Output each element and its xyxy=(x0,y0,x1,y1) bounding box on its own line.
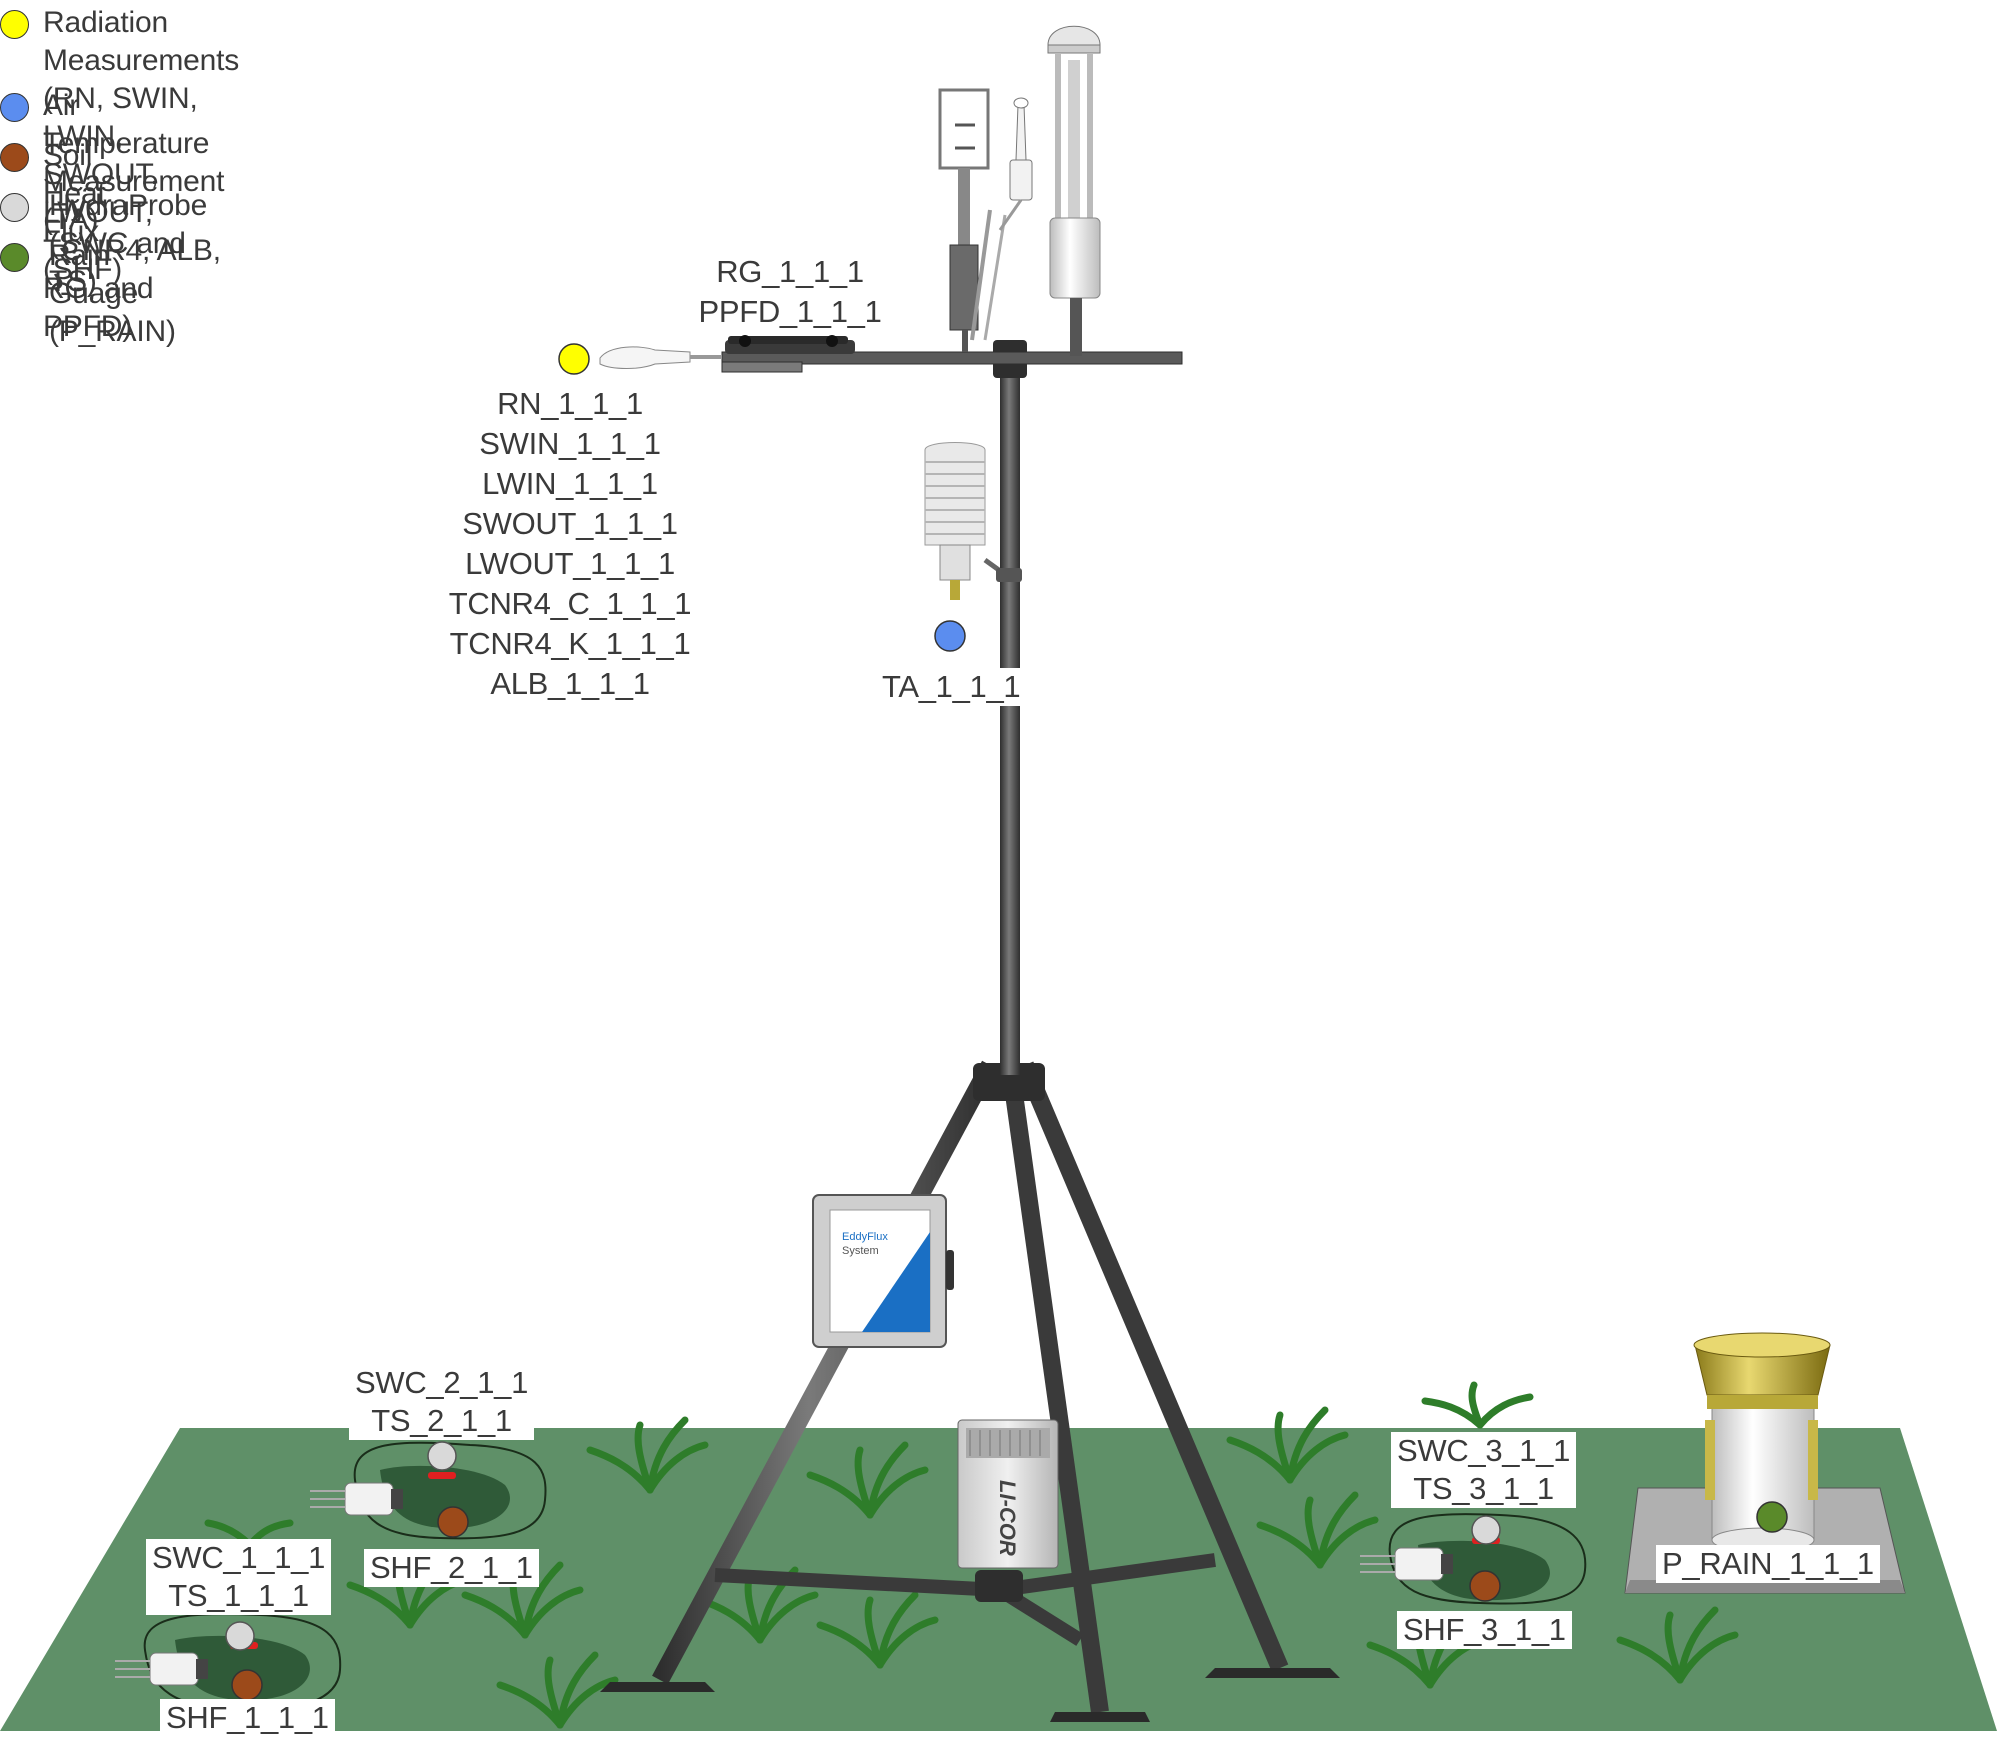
swout-label: SWOUT_1_1_1 xyxy=(462,506,678,541)
tall-sensor-housing xyxy=(1047,25,1101,356)
radiation-shield xyxy=(924,442,1022,600)
hydraprobe-marker-1 xyxy=(225,1621,255,1651)
alb-label: ALB_1_1_1 xyxy=(490,666,650,701)
legend-item-hydraprobe: HydraProbe (SWC and TS) xyxy=(0,187,207,301)
p-rain-label: P_RAIN_1_1_1 xyxy=(1656,1545,1880,1583)
lwout-label: LWOUT_1_1_1 xyxy=(465,546,675,581)
eddyflux-enclosure xyxy=(812,1194,954,1348)
legend-soil-heat-text: Soil Heat Flux (SHF) xyxy=(43,139,122,286)
lwin-label: LWIN_1_1_1 xyxy=(482,466,658,501)
ts2-label: TS_2_1_1 xyxy=(371,1403,512,1438)
tripod xyxy=(600,1060,1340,1722)
legend-temperature-text: Air Temperature Measurement (TA) xyxy=(43,89,225,236)
tcnr4-c-label: TCNR4_C_1_1_1 xyxy=(448,586,692,621)
legend-radiation-line1: Radiation Measurements (RN, SWIN, LWIN, … xyxy=(43,6,240,229)
rain-legend-dot xyxy=(0,243,29,272)
legend-item-radiation: Radiation Measurements (RN, SWIN, LWIN, … xyxy=(0,4,239,346)
legend-rain-text: Rain Guage (P_RAIN) xyxy=(49,239,176,348)
rg-ppfd-label: RG_1_1_1 PPFD_1_1_1 xyxy=(680,252,900,332)
ppfd-label: PPFD_1_1_1 xyxy=(698,294,882,329)
soil-heat-legend-dot xyxy=(0,143,29,172)
swc3-label: SWC_3_1_1 xyxy=(1397,1433,1571,1468)
shf2-label: SHF_2_1_1 xyxy=(364,1549,539,1587)
soil-pit-1 xyxy=(115,1613,342,1712)
legend-radiation-line2: TCNR4, ALB, RG, and PPFD) xyxy=(43,234,221,343)
swc1-label: SWC_1_1_1 xyxy=(152,1540,326,1575)
swc2-ts2-label: SWC_2_1_1 TS_2_1_1 xyxy=(349,1364,535,1440)
cross-arm xyxy=(599,335,1183,373)
tcnr4-k-label: TCNR4_K_1_1_1 xyxy=(449,626,691,661)
radiation-labels: RN_1_1_1 SWIN_1_1_1 LWIN_1_1_1 SWOUT_1_1… xyxy=(430,384,710,704)
temperature-legend-dot xyxy=(0,93,29,122)
logger-brand: LI-COR xyxy=(995,1480,1020,1556)
licor-logger xyxy=(957,1419,1059,1569)
hydraprobe-legend-dot xyxy=(0,193,29,222)
ts3-label: TS_3_1_1 xyxy=(1413,1471,1554,1506)
rn-label: RN_1_1_1 xyxy=(497,386,643,421)
soil-heat-marker-1 xyxy=(231,1669,263,1701)
ta-label: TA_1_1_1 xyxy=(876,668,1027,706)
swc3-ts3-label: SWC_3_1_1 TS_3_1_1 xyxy=(1391,1432,1577,1508)
legend-item-rain: Rain Guage (P_RAIN) xyxy=(0,237,176,351)
tower-mast xyxy=(1000,345,1020,1075)
swin-label: SWIN_1_1_1 xyxy=(479,426,661,461)
enclosure-line2: System xyxy=(842,1245,879,1257)
legend-item-temperature: Air Temperature Measurement (TA) xyxy=(0,87,224,239)
soil-pit-3 xyxy=(1360,1513,1587,1605)
shf3-label: SHF_3_1_1 xyxy=(1397,1611,1572,1649)
radiation-marker xyxy=(558,343,590,375)
rg-label: RG_1_1_1 xyxy=(716,254,864,289)
soil-pit-2 xyxy=(310,1441,547,1540)
swc1-ts1-label: SWC_1_1_1 TS_1_1_1 xyxy=(146,1539,332,1615)
soil-heat-marker-2 xyxy=(437,1506,469,1538)
soil-heat-marker-3 xyxy=(1469,1570,1501,1602)
hydraprobe-marker-3 xyxy=(1471,1515,1501,1545)
soil-sensor-cap-2 xyxy=(428,1472,456,1479)
ts1-label: TS_1_1_1 xyxy=(168,1578,309,1613)
rain-marker xyxy=(1756,1501,1788,1533)
legend-hydraprobe-text: HydraProbe (SWC and TS) xyxy=(49,189,208,298)
enclosure-line1: EddyFlux xyxy=(842,1231,888,1243)
legend-item-soil-heat: Soil Heat Flux (SHF) xyxy=(0,137,122,289)
swc2-label: SWC_2_1_1 xyxy=(355,1365,529,1400)
sonic-anemometer xyxy=(938,88,1033,352)
hydraprobe-marker-2 xyxy=(427,1441,457,1471)
shf1-label: SHF_1_1_1 xyxy=(160,1699,335,1737)
temperature-marker xyxy=(934,620,966,652)
radiation-legend-dot xyxy=(0,10,29,39)
